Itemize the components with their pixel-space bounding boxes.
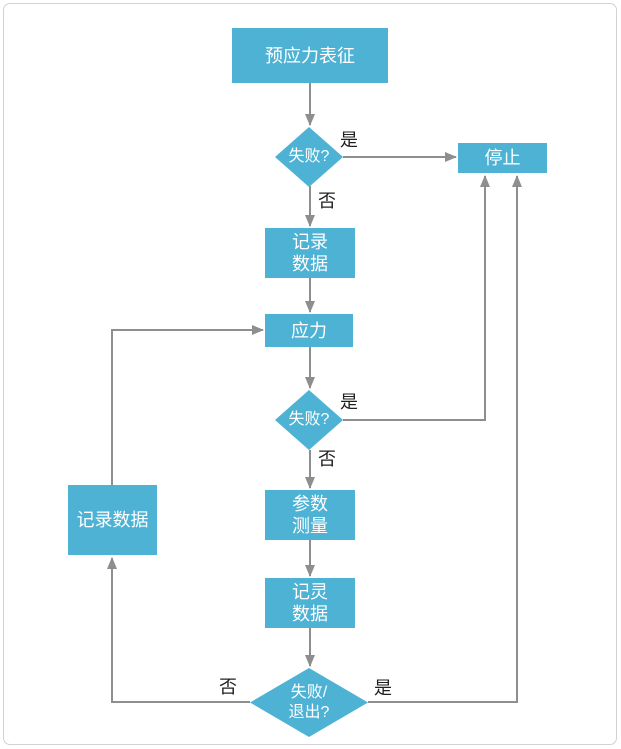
node-label: 停止 — [484, 148, 521, 168]
node-prestress-characterization: 预应力表征 — [232, 28, 388, 83]
edge-record-left-to-stress — [111, 325, 264, 485]
edge-label-fail1-no: 否 — [318, 191, 336, 211]
node-label-line1: 记录 — [292, 232, 328, 252]
edge-label-fail2-no: 否 — [318, 449, 336, 469]
node-label: 记录数据 — [76, 510, 149, 530]
edge-label-fail1-yes: 是 — [340, 130, 358, 150]
node-label-line2: 退出? — [288, 703, 330, 721]
node-label: 失败? — [288, 411, 330, 428]
edge-label-fail2-yes: 是 — [340, 392, 358, 412]
node-label-line2: 测量 — [292, 516, 328, 536]
edge-fail2-yes-to-stop — [343, 175, 490, 421]
node-label-line2: 数据 — [292, 254, 328, 274]
edge-label-exit-no: 否 — [219, 677, 237, 697]
edge-label-exit-yes: 是 — [374, 678, 392, 698]
node-label-line1: 失败/ — [290, 683, 328, 701]
node-label: 失败? — [288, 148, 330, 165]
edge-exit-yes-to-stop — [368, 175, 522, 703]
node-parameter-measurement: 参数 测量 — [265, 490, 355, 540]
node-label-line1: 记灵 — [292, 582, 328, 602]
node-record-data-1: 记录 数据 — [265, 228, 355, 278]
node-label: 预应力表征 — [265, 45, 355, 66]
node-stop: 停止 — [458, 143, 547, 173]
node-label: 应力 — [291, 320, 327, 341]
node-label-line1: 参数 — [292, 494, 328, 514]
edge-exit-no-to-record-left — [107, 557, 250, 703]
node-label-line2: 数据 — [292, 604, 328, 624]
node-record-data-2: 记灵 数据 — [265, 578, 355, 628]
node-record-data-left: 记录数据 — [68, 485, 157, 555]
node-stress: 应力 — [265, 314, 353, 347]
